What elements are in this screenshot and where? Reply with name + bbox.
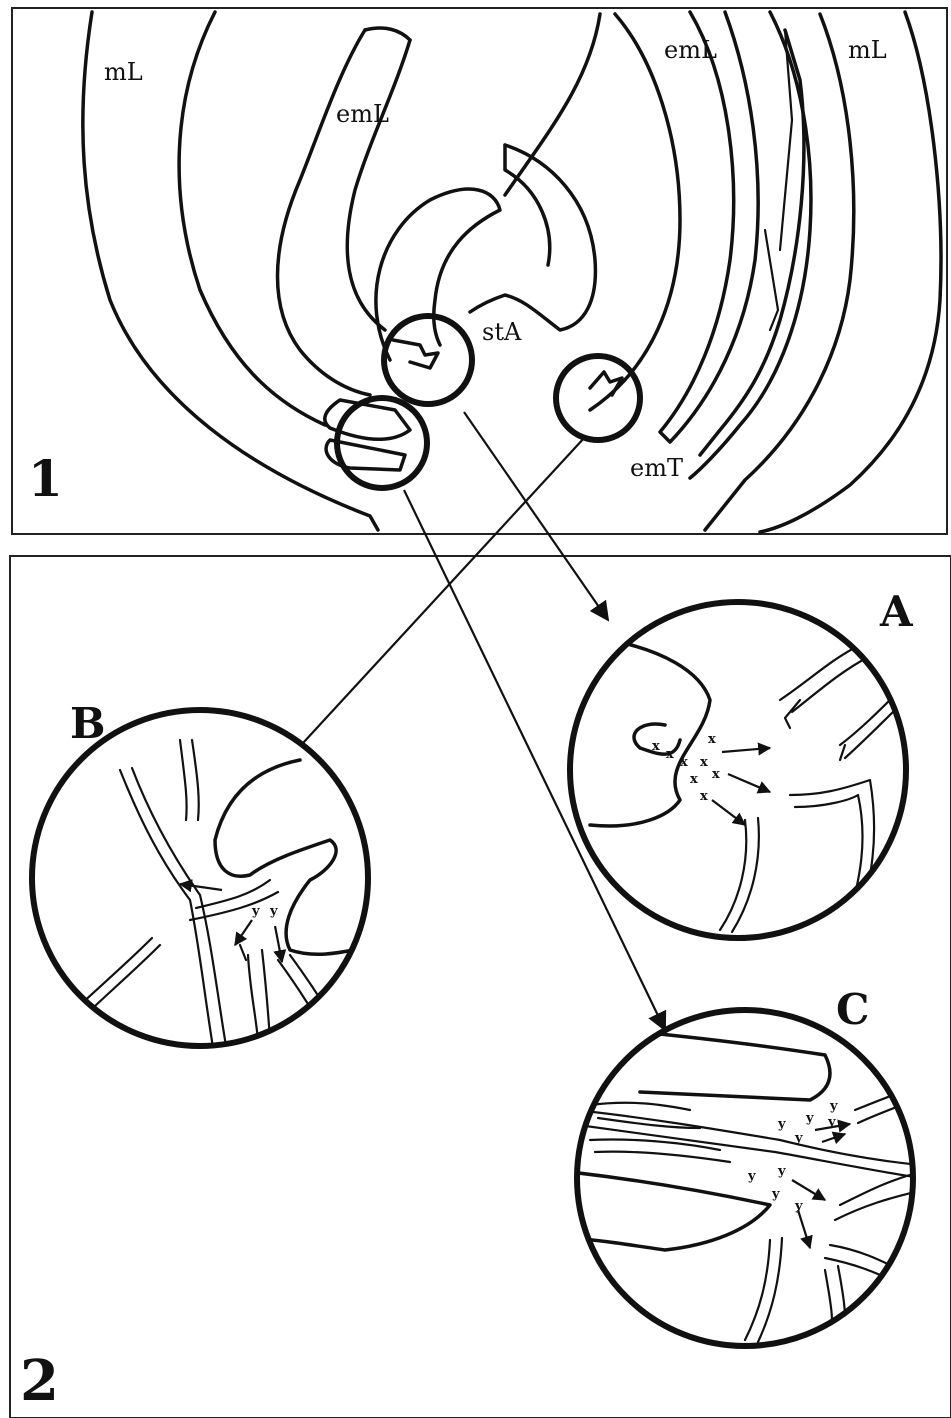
right-emL-inner xyxy=(505,14,600,195)
label-emL-left: emL xyxy=(336,100,389,128)
inset-c: y y y y y y y y y C xyxy=(570,985,920,1346)
right-tentacle-outer xyxy=(690,12,811,478)
label-mL-right: mL xyxy=(848,36,887,64)
inset-a-mark-6: x xyxy=(712,767,720,782)
inset-a-mark-4: x xyxy=(708,732,716,747)
inset-c-mark-9: y xyxy=(794,1199,803,1214)
inset-a-mark-2: x xyxy=(666,747,674,762)
inset-a-mark-3: x xyxy=(680,755,688,770)
ring-b xyxy=(556,356,640,440)
inset-c-mark-6: y xyxy=(747,1169,756,1184)
right-emL-band xyxy=(660,12,758,442)
label-emT: emT xyxy=(630,454,683,482)
inset-c-mark-1: y xyxy=(777,1117,786,1132)
inset-a-mark-5: x xyxy=(700,755,708,770)
label-mL-left: mL xyxy=(104,58,143,86)
arrow-to-inset-b xyxy=(280,437,585,768)
inset-a: x x x x x x x x A xyxy=(570,587,914,938)
inset-b: y y B xyxy=(32,699,380,1060)
inset-a-letter: A xyxy=(879,587,914,636)
inset-a-mark-8: x xyxy=(700,789,708,804)
left-mantle-lobe-inner xyxy=(179,12,325,425)
inset-b-mark-2: y xyxy=(269,904,278,919)
inset-b-mark-1: y xyxy=(251,904,260,919)
inset-c-mark-3: y xyxy=(829,1099,838,1114)
label-emL-right: emL xyxy=(664,36,717,64)
right-tentacle-inner xyxy=(700,30,804,455)
ring-b-detail xyxy=(590,372,622,395)
inset-b-letter: B xyxy=(70,699,106,748)
inset-c-mark-4: y xyxy=(827,1115,836,1130)
inset-c-mark-2: y xyxy=(805,1111,814,1126)
panel-number-1: 1 xyxy=(28,449,63,508)
ring-a-outline xyxy=(384,316,472,404)
left-emL-fold-outer xyxy=(278,30,371,395)
arrow-to-inset-a xyxy=(464,412,608,620)
stA-inner-loop xyxy=(470,145,595,330)
panel-number-2: 2 xyxy=(20,1348,59,1414)
left-emL-fold-top xyxy=(365,28,410,40)
inset-c-letter: C xyxy=(836,985,869,1034)
ring-b-outline xyxy=(556,356,640,440)
ring-a-detail xyxy=(393,340,438,368)
left-emL-fold-inner xyxy=(347,40,410,330)
ring-a xyxy=(384,316,472,404)
panel-2: 2 x x x x x x x x xyxy=(10,412,951,1418)
label-stA: stA xyxy=(482,318,522,346)
right-emL-outer xyxy=(590,14,680,410)
inset-a-mark-7: x xyxy=(690,772,698,787)
inset-c-mark-7: y xyxy=(777,1164,786,1179)
inset-c-mark-5: y xyxy=(794,1131,803,1146)
inset-a-mark-1: x xyxy=(652,739,660,754)
panel-1: mL emL emL mL stA emT 1 xyxy=(12,8,947,534)
inset-c-mark-8: y xyxy=(771,1187,780,1202)
